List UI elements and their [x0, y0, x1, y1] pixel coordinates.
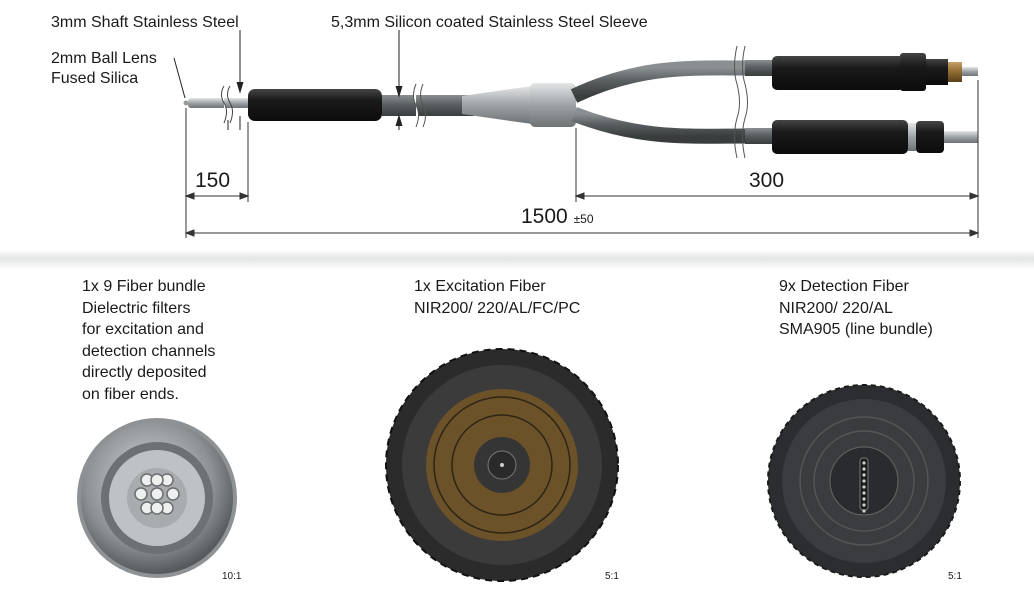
dimension-lines [184, 80, 980, 238]
dim-tolerance: ±50 [573, 212, 594, 226]
shaft-label: 3mm Shaft Stainless Steel [51, 14, 239, 31]
shaft [183, 85, 250, 124]
dim-branch-length: 300 [749, 169, 785, 192]
probe-handle [248, 89, 382, 121]
bundle-tip-view [77, 418, 237, 578]
splitter-body [530, 83, 576, 127]
ball-lens [183, 100, 189, 106]
leader-lines [173, 30, 403, 130]
detection-connector [772, 120, 978, 154]
dim-total-length: 1500 ±50 [521, 205, 594, 228]
ball-lens-label-2: Fused Silica [51, 70, 139, 87]
ball-lens-label-1: 2mm Ball Lens [51, 50, 157, 67]
scale-excitation: 5:1 [605, 571, 619, 582]
fc-connector-view [385, 348, 619, 582]
splitter-cone [462, 86, 532, 124]
sleeve-tube [382, 83, 474, 128]
sleeve-label: 5,3mm Silicon coated Stainless Steel Sle… [331, 14, 648, 31]
separator-band [0, 250, 1034, 270]
probe-drawing [173, 30, 980, 238]
sma-connector-view [767, 384, 961, 578]
excitation-connector [772, 53, 978, 91]
fiber-branches [570, 45, 775, 159]
scale-detection: 5:1 [948, 571, 962, 582]
dim-tip-length: 150 [195, 169, 231, 192]
scale-bundle: 10:1 [222, 571, 242, 582]
